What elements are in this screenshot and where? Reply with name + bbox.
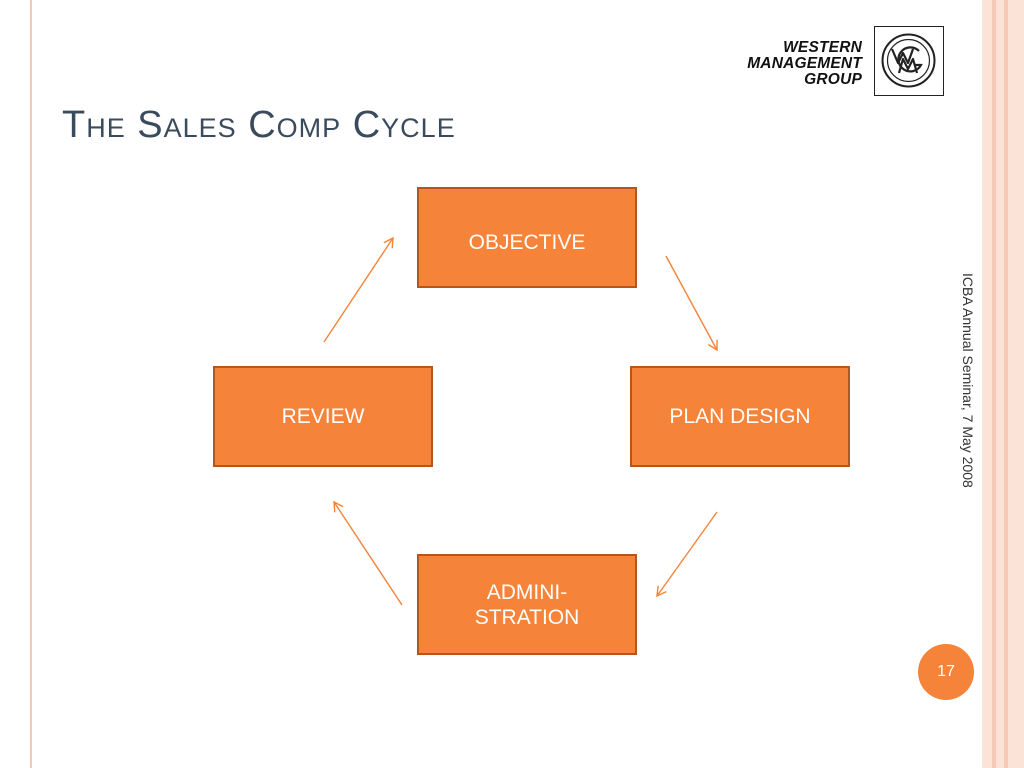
node-objective: OBJECTIVE (417, 187, 637, 288)
right-stripe (982, 0, 992, 768)
logo-mark-icon (874, 26, 944, 96)
right-stripe (992, 0, 996, 768)
node-administration: ADMINI- STRATION (417, 554, 637, 655)
arrow-admin-to-review (333, 500, 403, 606)
node-plan-design: PLAN DESIGN (630, 366, 850, 467)
logo-line: WESTERN (783, 39, 862, 56)
node-review: REVIEW (213, 366, 433, 467)
logo-text: WESTERN MANAGEMENT GROUP (747, 40, 862, 88)
node-label: REVIEW (281, 405, 365, 428)
arrow-objective-to-plan (665, 255, 718, 352)
page-number-badge: 17 (918, 644, 974, 700)
node-label: PLAN DESIGN (669, 405, 811, 428)
right-stripe (1008, 0, 1024, 768)
left-frame-line (30, 0, 32, 768)
right-stripe (1004, 0, 1008, 768)
arrow-plan-to-admin (656, 511, 718, 598)
page-number: 17 (937, 663, 955, 680)
logo-emblem-icon (881, 33, 936, 88)
arrow-review-to-objective (323, 236, 394, 343)
seminar-footer-text: ICBA Annual Seminar, 7 May 2008 (960, 273, 976, 488)
company-logo: WESTERN MANAGEMENT GROUP (722, 26, 944, 98)
right-stripe (996, 0, 1004, 768)
node-label: ADMINI- STRATION (474, 580, 580, 629)
logo-line: GROUP (804, 71, 862, 88)
node-label: OBJECTIVE (468, 231, 586, 254)
logo-line: MANAGEMENT (747, 55, 862, 72)
slide-title: The Sales Comp Cycle (62, 104, 456, 146)
